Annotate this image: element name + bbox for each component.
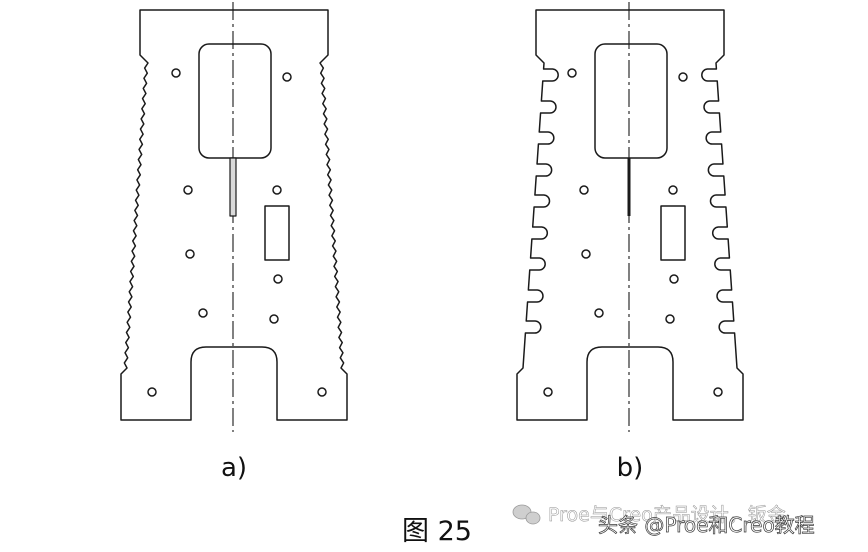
part-a-window — [198, 43, 272, 159]
wechat-icon — [512, 504, 541, 525]
part-b-slot — [660, 205, 686, 261]
hole — [543, 387, 553, 397]
part-b-holes — [543, 68, 723, 397]
hole — [282, 72, 292, 82]
subfigure-label-b: b) — [617, 453, 644, 483]
hole — [581, 249, 591, 259]
watermark-line-1: Proe与Creo产品设计，钣金 — [548, 504, 786, 526]
part-b-drawing — [516, 2, 744, 432]
hole — [317, 387, 327, 397]
part-b-window — [594, 43, 668, 159]
hole — [567, 68, 577, 78]
hole — [269, 314, 279, 324]
subfigure-label-a: a) — [221, 453, 247, 483]
hole — [272, 185, 282, 195]
hole — [713, 387, 723, 397]
part-a-slot — [264, 205, 290, 261]
watermark: Proe与Creo产品设计，钣金 头条 @Proe和Creo教程 — [512, 504, 815, 537]
part-a-outline — [120, 9, 348, 421]
hole — [185, 249, 195, 259]
hole — [273, 274, 283, 284]
hole — [678, 72, 688, 82]
hole — [594, 308, 604, 318]
hole — [198, 308, 208, 318]
part-a-cut-slit — [229, 157, 237, 217]
figure-caption: 图 25 — [402, 516, 472, 547]
hole — [147, 387, 157, 397]
part-b-outline — [516, 9, 744, 421]
hole — [579, 185, 589, 195]
hole — [171, 68, 181, 78]
part-a-drawing — [120, 2, 348, 432]
hole — [183, 185, 193, 195]
hole — [668, 185, 678, 195]
watermark-line-2: 头条 @Proe和Creo教程 — [598, 513, 815, 537]
hole — [665, 314, 675, 324]
part-a-holes — [147, 68, 327, 397]
hole — [669, 274, 679, 284]
